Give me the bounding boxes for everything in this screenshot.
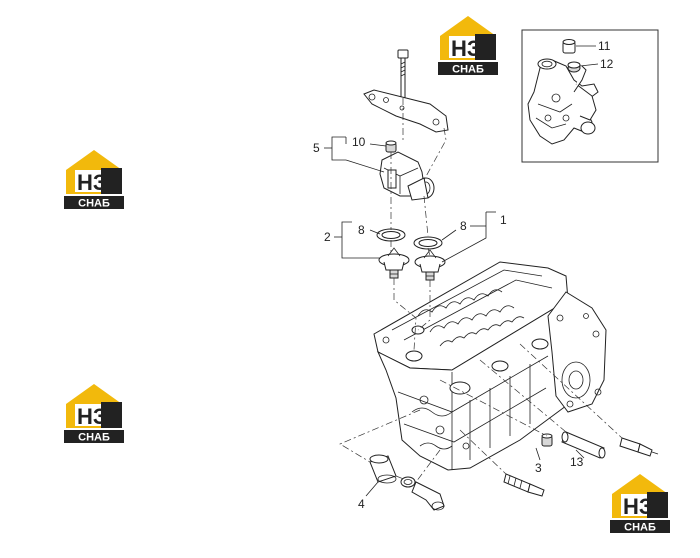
logo-caption: СНАБ	[78, 198, 110, 210]
leader-11	[575, 449, 585, 459]
part-5-thermostat-housing	[379, 151, 435, 201]
callout-11: 13	[570, 455, 584, 469]
callout-13: 12	[600, 57, 614, 71]
temperature-sender	[619, 437, 659, 457]
watermark-logo-bottom-right: НЗ СНАБ	[608, 472, 672, 534]
part-8-seal-right	[413, 236, 443, 250]
leader-10	[369, 143, 387, 147]
callout-2: 2	[324, 230, 331, 244]
logo-mark: НЗ СНАБ	[64, 150, 124, 210]
leader-13	[579, 63, 599, 67]
logo-letters: НЗ	[451, 36, 481, 61]
part-11-sensor-sleeve	[561, 431, 606, 459]
callout-4: 4	[358, 497, 365, 511]
watermark-logo-left-upper: НЗ СНАБ	[62, 148, 126, 210]
leader-3	[535, 447, 541, 461]
part-4-sleeve	[369, 454, 397, 484]
part-8-seal-left	[376, 228, 406, 242]
callout-3: 3	[535, 461, 542, 475]
callout-10: 10	[352, 135, 366, 149]
callout-5: 5	[313, 141, 320, 155]
watermark-logo-left-lower: НЗ СНАБ	[62, 382, 126, 444]
logo-letters: НЗ	[623, 494, 653, 519]
thermostat-right	[414, 249, 446, 281]
logo-caption: СНАБ	[452, 64, 484, 76]
group-bracket-5	[324, 136, 385, 173]
leader-8-right	[441, 229, 457, 241]
inset-detail: 11 12	[521, 29, 659, 163]
inset-frame	[521, 29, 659, 163]
logo-mark: НЗ СНАБ	[610, 474, 670, 534]
engine-block	[373, 261, 607, 471]
glow-plug-sensor	[503, 473, 545, 497]
leader-8-left	[369, 229, 381, 235]
logo-caption: СНАБ	[78, 432, 110, 444]
logo-mark: НЗ СНАБ	[438, 16, 498, 76]
logo-letters: НЗ	[77, 170, 107, 195]
logo-caption: СНАБ	[624, 522, 656, 534]
leader-4	[365, 481, 379, 497]
logo-letters: НЗ	[77, 404, 107, 429]
coolant-hose	[411, 481, 445, 511]
group-bracket-2	[334, 221, 380, 259]
callout-8-right: 8	[460, 219, 467, 233]
hose-clamp	[400, 476, 416, 488]
callout-8-left: 8	[358, 223, 365, 237]
inset-thermostat-housing	[527, 58, 599, 145]
thermostat-left	[378, 247, 410, 279]
lifting-bracket	[363, 89, 449, 133]
part-10-bleed-screw	[385, 140, 397, 153]
callout-12: 11	[598, 39, 611, 53]
callout-1: 1	[500, 213, 507, 227]
bolt	[397, 49, 409, 99]
watermark-logo-top: НЗ СНАБ	[436, 14, 500, 76]
assembly-lines	[339, 98, 623, 483]
part-12-sleeve	[562, 39, 576, 54]
logo-mark: НЗ СНАБ	[64, 384, 124, 444]
group-bracket-1	[441, 211, 496, 263]
part-13-cap	[567, 61, 581, 73]
